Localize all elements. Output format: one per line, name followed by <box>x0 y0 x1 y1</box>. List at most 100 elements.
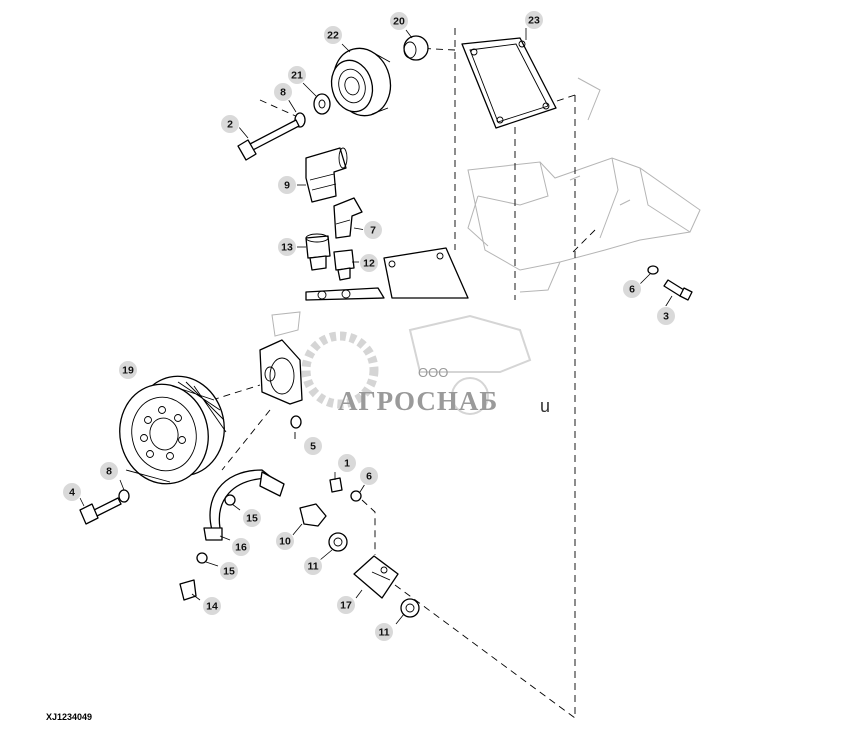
callout-label: 12 <box>363 258 375 270</box>
callout-label: 3 <box>663 311 669 323</box>
callout-label: 4 <box>69 487 75 499</box>
callout-14: 14 <box>202 596 222 616</box>
callout-bubble <box>303 436 323 456</box>
washer-21 <box>313 93 331 115</box>
callout-bubble <box>219 561 239 581</box>
gasket-23 <box>461 37 557 129</box>
fitting-10 <box>299 503 327 527</box>
callout-label: 20 <box>393 16 405 28</box>
callout-bubble <box>118 360 138 380</box>
callout-bubble <box>622 279 642 299</box>
callout-label: 8 <box>280 87 286 99</box>
callout-6: 6 <box>359 466 379 486</box>
callout-label: 15 <box>223 566 235 578</box>
hose-16 <box>203 469 285 541</box>
callout-label: 2 <box>227 119 233 131</box>
callout-bubble <box>231 537 251 557</box>
callout-label: 6 <box>366 471 372 483</box>
callout-bubble <box>202 596 222 616</box>
callout-bubble <box>359 253 379 273</box>
callout-10: 10 <box>275 531 295 551</box>
callout-bubble <box>273 82 293 102</box>
callout-8: 8 <box>273 82 293 102</box>
pump-ports <box>305 287 385 301</box>
watermark-prefix: ООО <box>418 365 449 380</box>
callout-label: 6 <box>629 284 635 296</box>
pump-housing <box>259 339 303 405</box>
callout-label: 11 <box>307 561 318 573</box>
watermark-suffix: u <box>540 396 551 416</box>
callout-11: 11 <box>303 556 323 576</box>
callout-bubble <box>337 453 357 473</box>
callout-9: 9 <box>277 175 297 195</box>
callout-21: 21 <box>287 65 307 85</box>
callout-22: 22 <box>323 25 343 45</box>
callout-11: 11 <box>374 622 394 642</box>
callout-bubble <box>277 237 297 257</box>
washer-11-upper <box>328 532 348 552</box>
callout-23: 23 <box>524 10 544 30</box>
bolt-4 <box>79 497 122 525</box>
bolt-1 <box>329 477 343 493</box>
washer-6-bottom <box>350 490 362 502</box>
callout-bubble <box>389 11 409 31</box>
crank-pulley <box>119 375 227 485</box>
callout-label: 16 <box>235 542 247 554</box>
callout-label: 8 <box>106 466 112 478</box>
callout-1: 1 <box>337 453 357 473</box>
adapter-13 <box>305 233 331 271</box>
washer-5 <box>290 415 302 429</box>
callout-label: 19 <box>122 365 134 377</box>
callout-bubble <box>99 461 119 481</box>
callout-bubble <box>303 556 323 576</box>
callout-bubble <box>374 622 394 642</box>
callout-bubble <box>242 508 262 528</box>
fitting-14 <box>179 579 197 601</box>
idler-pulley <box>330 47 392 117</box>
callout-5: 5 <box>303 436 323 456</box>
callout-bubble <box>287 65 307 85</box>
callout-label: 14 <box>206 601 218 613</box>
bolt-2 <box>237 119 300 161</box>
callout-label: 15 <box>246 513 258 525</box>
callout-15: 15 <box>219 561 239 581</box>
callout-3: 3 <box>656 306 676 326</box>
callout-label: 5 <box>310 441 316 453</box>
bracket-17 <box>353 555 399 599</box>
callout-8: 8 <box>99 461 119 481</box>
callout-label: 13 <box>281 242 293 254</box>
callout-bubble <box>524 10 544 30</box>
callout-17: 17 <box>336 595 356 615</box>
washer-6-top <box>647 265 659 275</box>
ghost-bracket <box>271 77 701 337</box>
callout-4: 4 <box>62 482 82 502</box>
washer-15-upper <box>224 494 236 506</box>
watermark-name: АГРОСНАБ <box>338 386 499 416</box>
callout-bubble <box>336 595 356 615</box>
callout-bubble <box>277 175 297 195</box>
drawing-id: XJ1234049 <box>46 712 93 722</box>
assembly-lines <box>211 28 596 719</box>
pulley-spacer <box>403 35 429 61</box>
washer-11-lower <box>400 598 420 618</box>
callout-bubble <box>323 25 343 45</box>
callout-16: 16 <box>231 537 251 557</box>
callout-bubble <box>62 482 82 502</box>
callout-label: 23 <box>528 15 540 27</box>
callout-label: 17 <box>340 600 352 612</box>
callout-bubble <box>656 306 676 326</box>
callout-20: 20 <box>389 11 409 31</box>
callout-13: 13 <box>277 237 297 257</box>
callout-2: 2 <box>220 114 240 134</box>
callout-label: 10 <box>279 536 291 548</box>
callout-bubble <box>359 466 379 486</box>
watermark-logo <box>301 314 532 415</box>
gasket-lower <box>383 247 469 299</box>
callout-label: 11 <box>378 627 389 639</box>
callout-bubble <box>220 114 240 134</box>
elbow-fitting-9 <box>305 147 348 203</box>
callout-6: 6 <box>622 279 642 299</box>
callout-label: 22 <box>327 30 339 42</box>
